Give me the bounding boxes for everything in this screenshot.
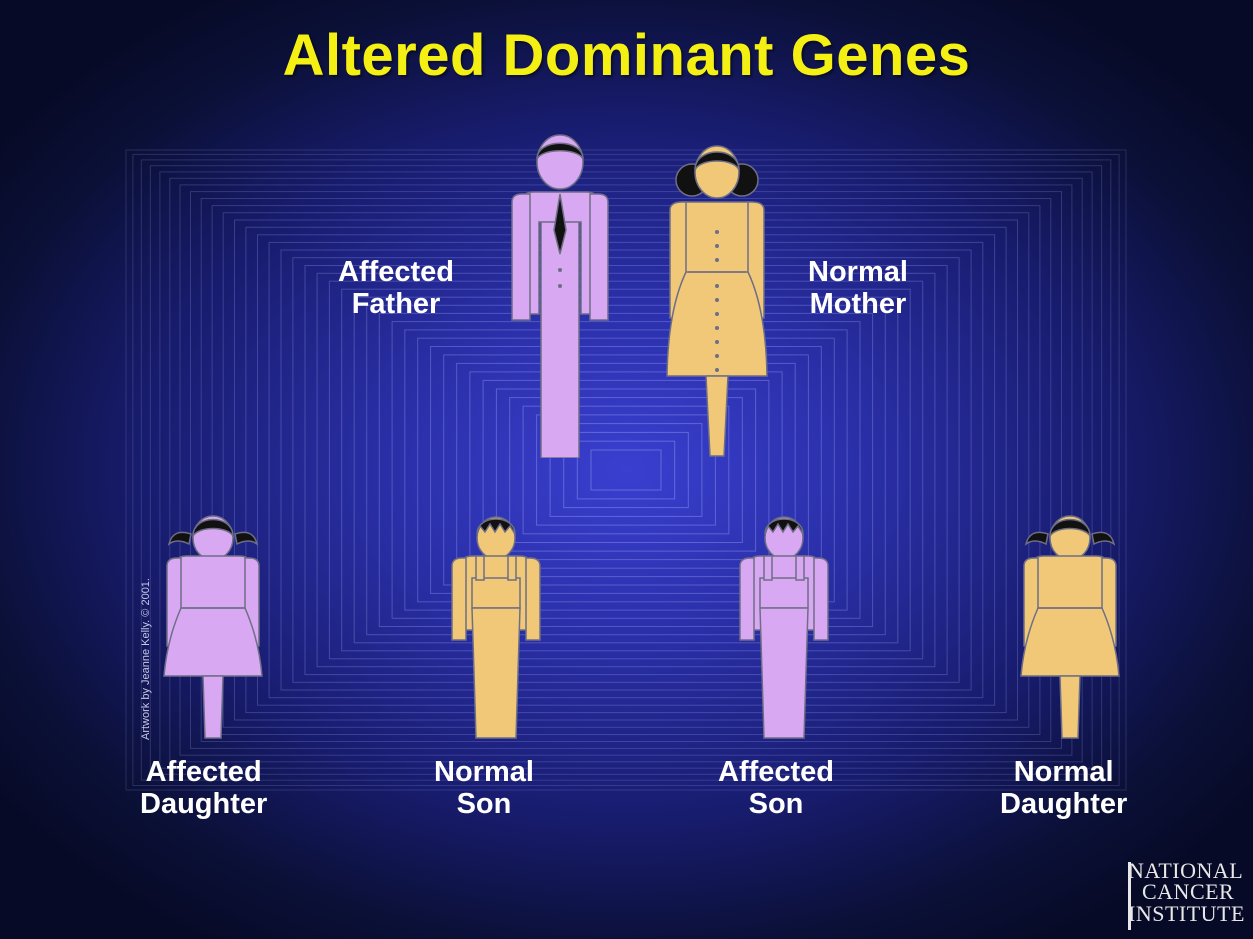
tunnel-line (180, 185, 1072, 755)
tunnel-line (317, 273, 935, 666)
tunnel-line (141, 160, 1111, 780)
affected-daughter-figure (163, 510, 263, 740)
normal-mother-figure (666, 140, 768, 458)
tunnel-line (191, 192, 1062, 749)
artwork-credit: Artwork by Jeanne Kelly. © 2001. (140, 578, 152, 740)
nci-logo: NATIONAL CANCER INSTITUTE (1128, 860, 1245, 924)
normal-daughter-figure (1020, 510, 1120, 740)
slide-title: Altered Dominant Genes (0, 22, 1253, 89)
affected-son-figure (738, 512, 830, 740)
tunnel-line (160, 172, 1092, 768)
tunnel-line (305, 266, 947, 675)
affected-father-figure (508, 132, 612, 458)
normal-son-figure (450, 512, 542, 740)
tunnel-line (212, 206, 1040, 735)
tunnel-line (201, 199, 1051, 742)
tunnel-line (126, 150, 1126, 790)
